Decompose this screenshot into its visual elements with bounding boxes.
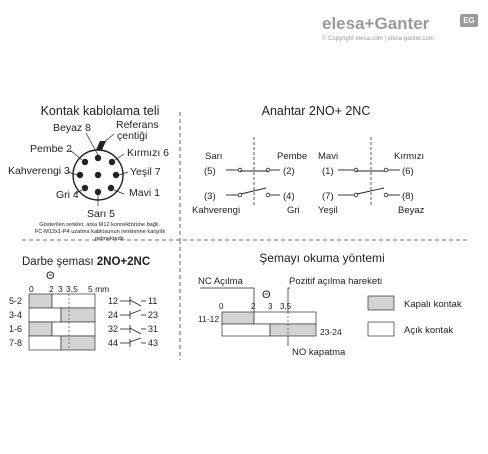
- pin-3: [76, 171, 84, 179]
- label-yesil-7: Yeşil 7: [130, 166, 161, 178]
- pin-5: [94, 188, 102, 196]
- pulse-grid: [28, 293, 96, 351]
- reading-scale-0: 0: [219, 302, 224, 311]
- contact-31: 31: [148, 324, 158, 334]
- pulse-contact-symbols: [120, 297, 146, 347]
- contact-12: 12: [108, 296, 118, 306]
- pulse-title-normal: Darbe şeması: [22, 256, 97, 268]
- reading-row-1112: 11-12: [198, 314, 219, 324]
- reading-row-2324: 23-24: [320, 327, 342, 337]
- wiring-note-2: FC-M12x1-P4 uzatma kablosunun renklerine…: [35, 229, 165, 235]
- pulse-title: Darbe şeması 2NO+2NC: [22, 256, 150, 268]
- switch-left-n5: (5): [204, 166, 216, 177]
- pulse-scale-35: 3,5: [66, 284, 78, 294]
- label-centigi: çentiği: [117, 130, 147, 142]
- copyright-text: © Copyright elesa.com | elesa-ganter.com: [322, 36, 434, 42]
- pulse-scale-0: 0: [29, 284, 34, 294]
- switch-left-n3: (3): [204, 191, 216, 202]
- pulse-row-16: 1-6: [9, 324, 22, 334]
- contact-11: 11: [148, 296, 157, 306]
- reading-grid: [221, 311, 317, 337]
- legend-closed-label: Kapalı kontak: [404, 299, 462, 310]
- label-kahverengi-3: Kahverengi 3: [8, 165, 70, 177]
- switch-right-n6: (6): [402, 166, 414, 177]
- legend-closed-swatch: [367, 295, 395, 311]
- wiring-note-3: gelmektedir.: [95, 236, 126, 242]
- pin-8: [94, 154, 102, 162]
- label-gri-4: Gri 4: [56, 189, 79, 201]
- pulse-title-bold: 2NO+2NC: [97, 256, 150, 268]
- pulse-row-78: 7-8: [9, 338, 22, 348]
- label-sari-5: Sarı 5: [87, 208, 115, 220]
- contact-43: 43: [148, 338, 158, 348]
- pulse-row-52: 5-2: [9, 296, 22, 306]
- switch-title: Anahtar 2NO+ 2NC: [262, 104, 371, 118]
- reference-notch: [96, 141, 106, 150]
- pulse-minus-symbol: Θ: [46, 270, 55, 282]
- pulse-scale-2: 2: [49, 284, 54, 294]
- switch-right-beyaz: Beyaz: [398, 205, 425, 216]
- wiring-note-1: Gösterilen renkler, arka M12 konnektörün…: [39, 222, 159, 228]
- reading-nc-label: NC Açılma: [198, 276, 244, 287]
- connector-pinout: [72, 141, 124, 201]
- contact-32: 32: [108, 324, 118, 334]
- contact-23: 23: [148, 310, 158, 320]
- reading-title: Şemayı okuma yöntemi: [259, 251, 384, 265]
- switch-right-mavi: Mavi: [318, 151, 338, 162]
- switch-left-n2: (2): [283, 166, 295, 177]
- pin-1: [107, 184, 115, 192]
- reading-scale-35: 3,5: [280, 302, 292, 311]
- label-beyaz-8: Beyaz 8: [53, 122, 91, 134]
- label-mavi-1: Mavi 1: [129, 187, 160, 199]
- brand-badge: EG: [460, 14, 478, 27]
- label-referans: Referans: [116, 119, 159, 131]
- switch-right-n8: (8): [402, 191, 414, 202]
- switch-left-pembe: Pembe: [277, 151, 307, 162]
- reading-scale-3: 3: [268, 302, 273, 311]
- switch-right-yesil: Yeşil: [318, 205, 338, 216]
- pulse-row-34: 3-4: [9, 310, 22, 320]
- contact-44: 44: [108, 338, 118, 348]
- switch-left-gri: Gri: [287, 205, 300, 216]
- pin-7: [112, 171, 120, 179]
- switch-left-n4: (4): [283, 191, 295, 202]
- switch-left-sari: Sarı: [205, 151, 222, 162]
- reading-minus-symbol: Θ: [262, 289, 271, 301]
- brand-name: elesa+Ganter: [322, 14, 430, 33]
- legend-open-swatch: [367, 321, 395, 337]
- switch-right-n7: (7): [322, 191, 334, 202]
- pin-6: [108, 158, 116, 166]
- pulse-scale-3: 3: [58, 284, 63, 294]
- switch-left: [226, 137, 280, 206]
- switch-right: [338, 137, 400, 206]
- pulse-scale-5mm: 5 mm: [88, 284, 109, 294]
- wiring-title: Kontak kablolama teli: [41, 104, 160, 118]
- brand-logo: elesa+Ganter EG © Copyright elesa.com | …: [322, 12, 478, 42]
- pin-4: [81, 184, 89, 192]
- pin-center: [94, 171, 102, 179]
- reading-scale-2: 2: [251, 302, 256, 311]
- label-pembe-2: Pembe 2: [30, 143, 72, 155]
- pin-2: [81, 158, 89, 166]
- switch-left-kahverengi: Kahverengi: [192, 205, 240, 216]
- contact-24: 24: [108, 310, 118, 320]
- switch-right-n1: (1): [322, 166, 334, 177]
- leader-lines: [67, 132, 129, 206]
- switch-right-kirmizi: Kırmızı: [394, 151, 424, 162]
- legend-open-label: Açık kontak: [404, 325, 453, 336]
- label-kirmizi-6: Kırmızı 6: [127, 147, 169, 159]
- reading-positive-label: Pozitif açılma hareketi: [289, 276, 382, 287]
- reading-no-label: NO kapatma: [292, 347, 346, 358]
